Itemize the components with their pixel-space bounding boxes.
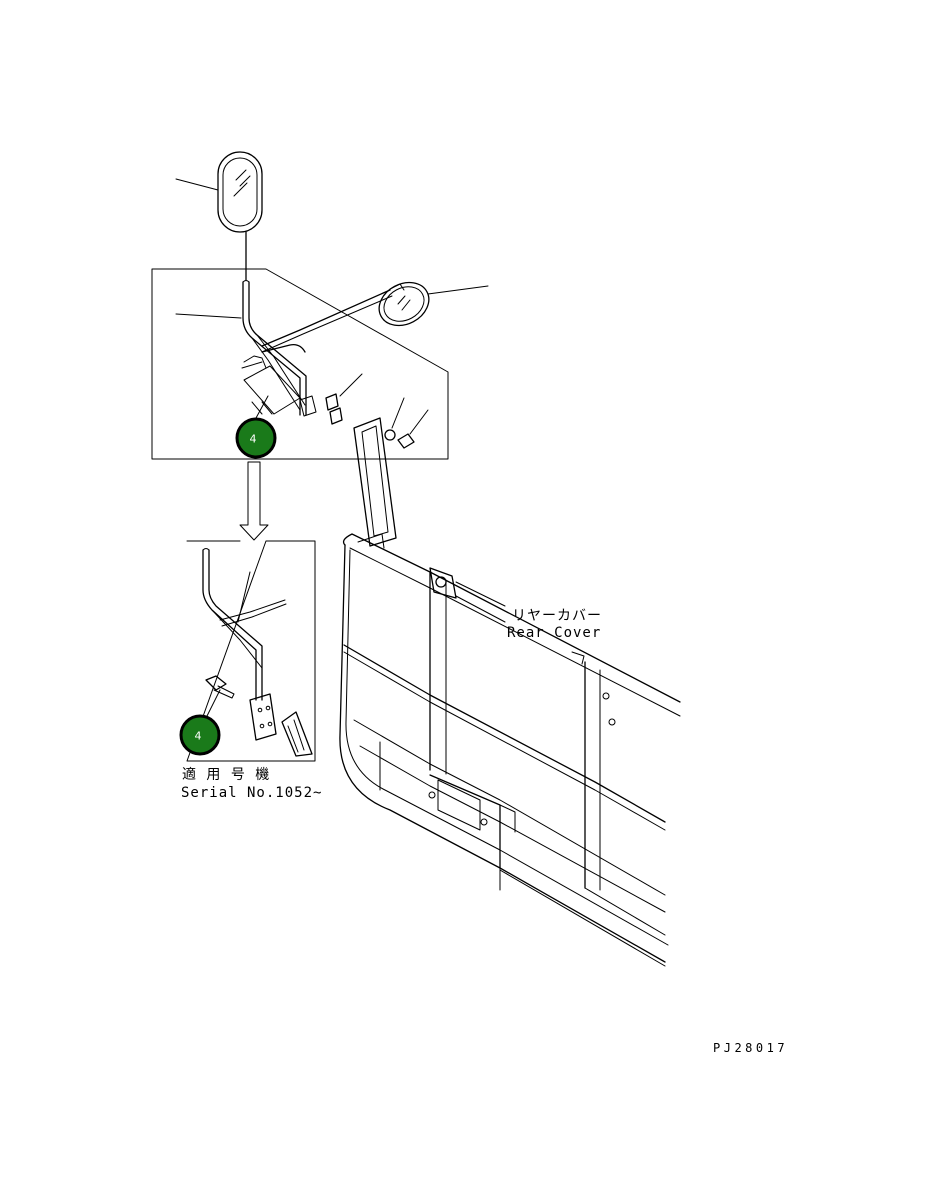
mount-bracket-upper [243, 365, 429, 449]
leader-line [427, 285, 489, 295]
applicable-label-jp: 適 用 号 機 [182, 766, 270, 783]
leader-line [237, 571, 251, 623]
mirror-stay [175, 280, 393, 416]
down-arrow-icon [239, 461, 269, 541]
leader-line [175, 313, 242, 319]
callout-number: 4 [250, 433, 257, 446]
round-mirror [378, 281, 489, 327]
callout-upper[interactable]: 4 [235, 417, 277, 459]
rear-cover-label-en: Rear Cover [507, 625, 601, 641]
rear-cover [339, 417, 681, 967]
leader-line [204, 689, 221, 721]
callout-circle[interactable] [179, 714, 221, 756]
mirror-stay-new [202, 548, 313, 757]
leader-line [391, 397, 405, 429]
leader-line [255, 395, 269, 419]
large-mirror [175, 151, 263, 281]
callout-circle[interactable] [235, 417, 277, 459]
callout-lower[interactable]: 4 [179, 714, 221, 756]
leader-line [409, 409, 429, 435]
detail-box-upper [151, 268, 449, 460]
rear-cover-label-jp: リヤーカバー [512, 608, 602, 624]
leader-line [339, 373, 363, 397]
serial-label: Serial No.1052~ [181, 785, 322, 801]
leader-line [175, 178, 219, 191]
drawing-code: PJ28017 [713, 1041, 788, 1055]
callout-number: 4 [195, 730, 202, 743]
